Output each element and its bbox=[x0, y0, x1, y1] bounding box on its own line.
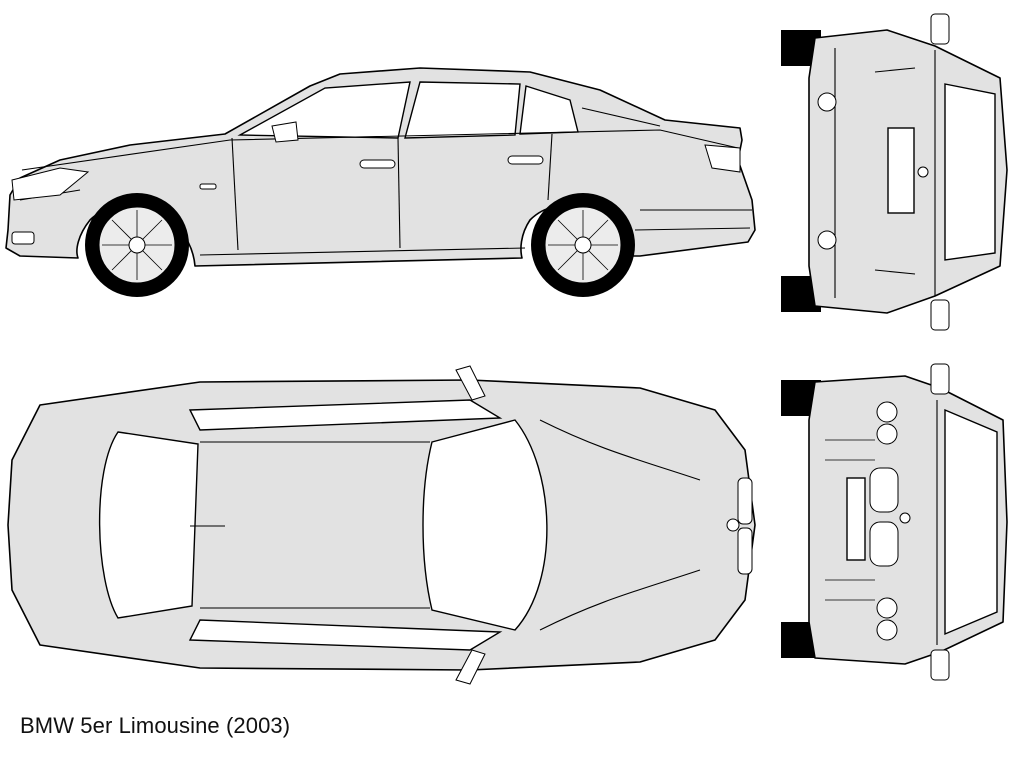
car-top-view bbox=[7, 365, 756, 685]
diagram-caption: BMW 5er Limousine (2003) bbox=[20, 713, 291, 738]
car-front-view bbox=[781, 363, 1008, 681]
car-side-view bbox=[5, 67, 756, 297]
car-rear-view bbox=[781, 13, 1008, 331]
